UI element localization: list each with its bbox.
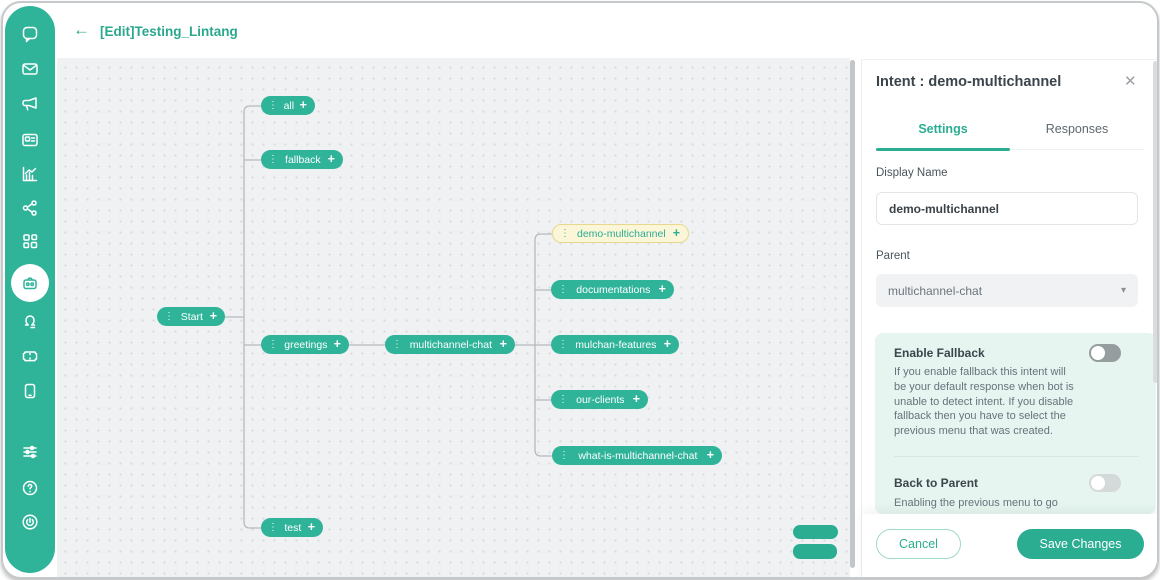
sliders-icon[interactable] <box>19 441 41 463</box>
node-drag-handle-icon[interactable]: ⋮ <box>268 153 278 165</box>
sidebar <box>5 6 55 573</box>
intent-node-test[interactable]: ⋮ test + <box>261 518 323 537</box>
node-label: all <box>283 99 295 112</box>
display-name-input[interactable] <box>876 192 1138 225</box>
mail-icon[interactable] <box>19 58 41 80</box>
canvas-control-bar-bottom[interactable] <box>793 544 837 559</box>
parent-select-value: multichannel-chat <box>888 283 983 298</box>
node-add-button[interactable]: + <box>706 448 714 462</box>
node-drag-handle-icon[interactable]: ⋮ <box>392 338 402 350</box>
toggle-knob <box>1091 476 1105 490</box>
node-drag-handle-icon[interactable]: ⋮ <box>268 99 278 111</box>
share-icon[interactable] <box>19 197 41 219</box>
node-add-button[interactable]: + <box>632 392 640 406</box>
page-title: [Edit]Testing_Lintang <box>100 24 238 39</box>
mobile-icon[interactable] <box>19 380 41 402</box>
intent-settings-panel: Intent : demo-multichannel ✕ Settings Re… <box>861 59 1157 577</box>
power-icon[interactable] <box>19 511 41 533</box>
user-icon[interactable] <box>19 309 41 331</box>
connector-lines <box>225 105 552 529</box>
back-to-parent-toggle[interactable] <box>1089 474 1121 492</box>
node-label: multichannel-chat <box>409 338 492 351</box>
node-label: our-clients <box>576 393 625 406</box>
id-card-icon[interactable] <box>19 129 41 151</box>
node-add-button[interactable]: + <box>299 98 307 112</box>
back-to-parent-description: Enabling the previous menu to go <box>894 497 1058 509</box>
node-add-button[interactable]: + <box>499 337 507 351</box>
node-add-button[interactable]: + <box>333 337 341 351</box>
node-drag-handle-icon[interactable]: ⋮ <box>558 393 568 405</box>
ticket-icon[interactable] <box>19 345 41 367</box>
node-drag-handle-icon[interactable]: ⋮ <box>559 449 569 461</box>
panel-title: Intent : demo-multichannel <box>876 74 1062 90</box>
enable-fallback-toggle[interactable] <box>1089 344 1121 362</box>
enable-fallback-label: Enable Fallback <box>894 346 985 360</box>
node-drag-handle-icon[interactable]: ⋮ <box>558 283 568 295</box>
intent-node-mulchan-features[interactable]: ⋮ mulchan-features + <box>551 335 679 354</box>
intent-node-demo-multichannel[interactable]: ⋮ demo-multichannel + <box>552 224 689 243</box>
tab-bar: Settings Responses <box>876 108 1144 151</box>
node-drag-handle-icon[interactable]: ⋮ <box>558 338 568 350</box>
parent-label: Parent <box>876 250 910 262</box>
cancel-button[interactable]: Cancel <box>876 529 961 559</box>
tab-responses[interactable]: Responses <box>1045 122 1109 136</box>
node-label: demo-multichannel <box>576 227 666 240</box>
bot-icon[interactable] <box>11 264 49 302</box>
intent-node-documentations[interactable]: ⋮ documentations + <box>551 280 674 299</box>
node-drag-handle-icon[interactable]: ⋮ <box>268 521 278 533</box>
node-label: fallback <box>285 153 321 166</box>
node-drag-handle-icon[interactable]: ⋮ <box>560 227 570 239</box>
node-add-button[interactable]: + <box>658 282 666 296</box>
node-label: greetings <box>284 338 328 351</box>
intent-node-our-clients[interactable]: ⋮ our-clients + <box>551 390 648 409</box>
canvas-scrollbar[interactable] <box>850 60 855 568</box>
chevron-down-icon: ▾ <box>1120 285 1126 296</box>
node-label: test <box>284 521 302 534</box>
node-drag-handle-icon[interactable]: ⋮ <box>164 310 174 322</box>
node-add-button[interactable]: + <box>672 226 680 240</box>
intent-node-multichannel-chat[interactable]: ⋮ multichannel-chat + <box>385 335 515 354</box>
fallback-settings-card: Enable Fallback If you enable fallback t… <box>875 333 1156 514</box>
panel-scrollbar[interactable] <box>1153 61 1157 383</box>
analytics-icon[interactable] <box>19 163 41 185</box>
tab-settings[interactable]: Settings <box>876 108 1010 151</box>
save-changes-button[interactable]: Save Changes <box>1017 529 1144 559</box>
intent-node-what-is-multichannel-chat[interactable]: ⋮ what-is-multichannel-chat + <box>552 446 722 465</box>
node-label: mulchan-features <box>575 338 657 351</box>
intent-node-start[interactable]: ⋮ Start + <box>157 307 225 326</box>
node-add-button[interactable]: + <box>307 520 315 534</box>
node-label: what-is-multichannel-chat <box>578 449 698 462</box>
node-drag-handle-icon[interactable]: ⋮ <box>268 338 278 350</box>
apps-grid-icon[interactable] <box>19 230 41 252</box>
megaphone-icon[interactable] <box>19 93 41 115</box>
node-add-button[interactable]: + <box>209 309 217 323</box>
back-to-parent-label: Back to Parent <box>894 476 979 490</box>
toggle-knob <box>1091 346 1105 360</box>
help-icon[interactable] <box>19 477 41 499</box>
divider <box>894 456 1139 457</box>
node-add-button[interactable]: + <box>327 152 335 166</box>
node-add-button[interactable]: + <box>663 337 671 351</box>
node-label: documentations <box>576 283 651 296</box>
close-icon[interactable]: ✕ <box>1124 73 1137 90</box>
parent-select[interactable]: multichannel-chat ▾ <box>876 274 1138 307</box>
enable-fallback-description: If you enable fallback this intent will … <box>894 366 1074 438</box>
node-label: Start <box>180 310 203 323</box>
back-arrow-icon[interactable]: ← <box>73 20 90 39</box>
chat-icon[interactable] <box>19 23 41 45</box>
canvas-control-bar-top[interactable] <box>793 525 838 539</box>
display-name-label: Display Name <box>876 167 948 179</box>
flow-canvas[interactable]: ⋮Start+⋮all+⋮fallback+⋮greetings+⋮test+⋮… <box>57 58 850 577</box>
intent-node-greetings[interactable]: ⋮ greetings + <box>261 335 349 354</box>
intent-node-fallback[interactable]: ⋮ fallback + <box>261 150 343 169</box>
panel-footer: Cancel Save Changes <box>862 514 1157 577</box>
intent-node-all[interactable]: ⋮ all + <box>261 96 315 115</box>
